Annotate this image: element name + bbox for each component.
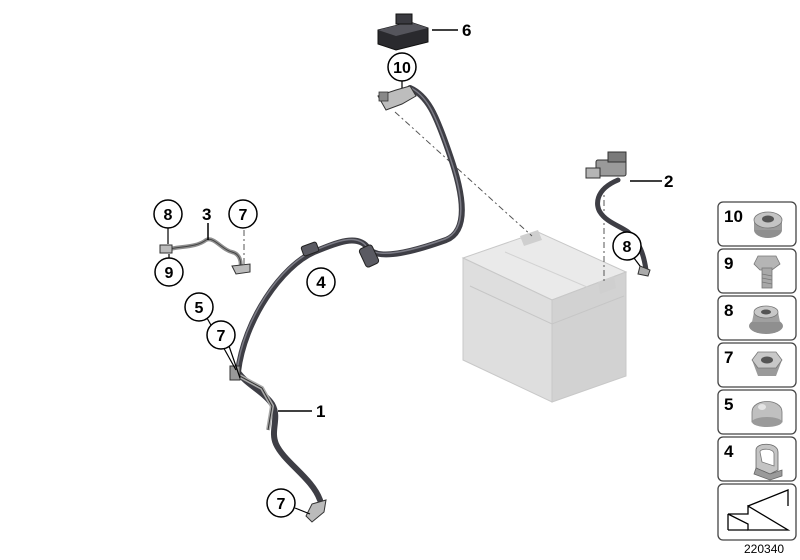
svg-text:5: 5: [195, 300, 204, 317]
svg-text:7: 7: [277, 496, 286, 513]
svg-text:7: 7: [239, 207, 248, 224]
svg-text:9: 9: [165, 265, 174, 282]
label-part-2: 2: [664, 172, 673, 191]
callout-8-top: 8: [153, 199, 183, 244]
svg-text:4: 4: [724, 442, 734, 461]
svg-text:8: 8: [623, 239, 632, 256]
legend-item-10: 10: [717, 201, 797, 247]
leader-lines: [243, 111, 605, 284]
cap-nut-icon: [753, 211, 783, 238]
positive-terminal-clamp: [377, 85, 417, 111]
svg-text:4: 4: [316, 273, 326, 292]
callout-7-bottom: 7: [266, 488, 311, 518]
label-part-3: 3: [202, 205, 211, 224]
protective-cap-icon: [751, 401, 783, 427]
svg-text:8: 8: [164, 207, 173, 224]
svg-text:10: 10: [393, 60, 411, 77]
legend-item-5: 5: [717, 389, 797, 435]
svg-text:7: 7: [217, 328, 226, 345]
legend-item-4: 4: [717, 436, 797, 482]
hex-nut-icon: [751, 351, 783, 376]
svg-text:5: 5: [724, 395, 733, 414]
legend-item-8: 8: [717, 295, 797, 341]
legend-item-arrow: [717, 483, 797, 541]
diagram-number: 220340: [744, 542, 784, 556]
power-distribution-box: [377, 13, 429, 51]
label-part-4: 4: [306, 267, 336, 297]
battery: [461, 230, 628, 403]
svg-text:7: 7: [724, 348, 733, 367]
cable-clip-icon: [753, 443, 783, 481]
flange-nut-icon: [749, 305, 783, 334]
arrow-direction-icon: [727, 489, 791, 531]
ground-strap: [159, 237, 251, 275]
callout-9-left: 9: [154, 254, 184, 287]
callout-8-right: 8: [612, 231, 642, 267]
svg-text:9: 9: [724, 254, 733, 273]
hex-bolt-icon: [753, 255, 781, 289]
ground-cable: [229, 365, 327, 523]
callout-7-mid: 7: [206, 320, 241, 379]
legend-item-7: 7: [717, 342, 797, 388]
label-part-1: 1: [316, 402, 325, 421]
parts-legend: 10 9 8: [717, 201, 797, 541]
callout-7-top: 7: [228, 199, 258, 229]
label-part-6: 6: [462, 21, 471, 40]
svg-text:10: 10: [724, 207, 743, 226]
positive-battery-cable: [235, 85, 465, 375]
legend-item-9: 9: [717, 248, 797, 294]
callout-10-top: 10: [387, 52, 417, 88]
svg-text:8: 8: [724, 301, 733, 320]
